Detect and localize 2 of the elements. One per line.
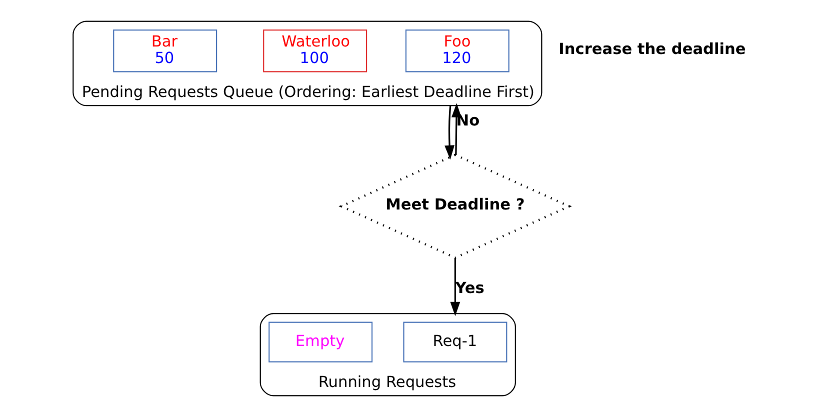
edge-label: Yes	[454, 279, 484, 298]
label: Increase the deadline	[558, 40, 746, 58]
